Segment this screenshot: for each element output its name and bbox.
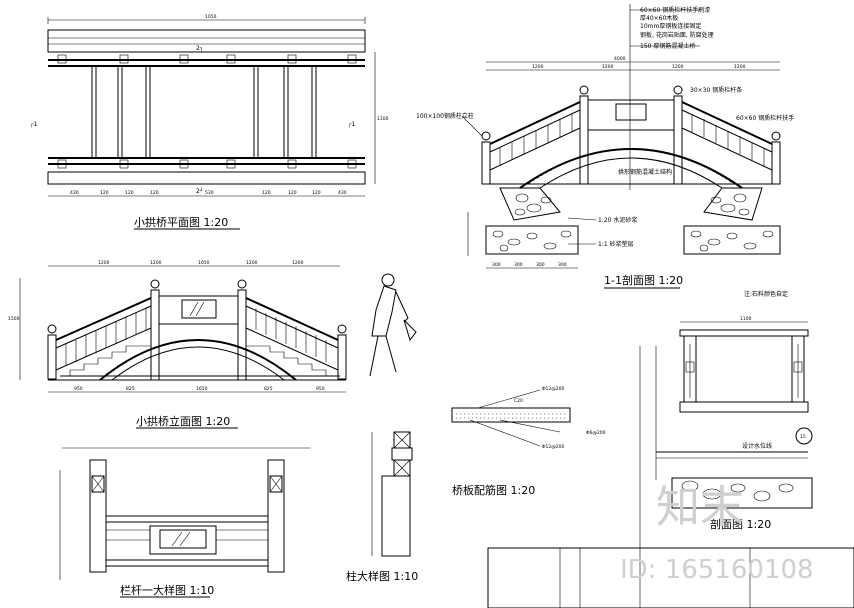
slab-rebar-top: Φ12@200 bbox=[542, 386, 564, 392]
human-figure bbox=[369, 273, 417, 377]
section-dim-t2: 1200 bbox=[672, 64, 684, 70]
watermark-logo: 知末 bbox=[656, 482, 744, 533]
elevation-title: 小拱桥立面图 1:20 bbox=[136, 414, 230, 428]
railing-title: 栏杆一大样图 1:10 bbox=[120, 583, 214, 597]
elevation-view: 1200 1200 1050 1200 1200 1500 bbox=[8, 260, 417, 429]
elev-dim-height: 1500 bbox=[8, 316, 20, 322]
elev-dim-b1: 825 bbox=[126, 386, 135, 392]
detail-title: 剖面图 1:20 bbox=[710, 517, 771, 531]
detail-water-level: 设计水位线 bbox=[742, 442, 772, 450]
plan-dim-b5: 120 bbox=[262, 190, 271, 196]
section-label-arch: 拱形钢筋混凝土结构 bbox=[618, 168, 672, 176]
section-note-2: 10mm厚钢板连接固定 bbox=[640, 22, 701, 30]
section-label-rail60: 60×60 钢质栏杆扶手 bbox=[736, 114, 794, 122]
detail-dim-top: 1100 bbox=[740, 316, 752, 322]
watermark: 知末 ID: 165160108 bbox=[620, 482, 814, 585]
plan-dim-b0: 430 bbox=[70, 190, 79, 196]
slab-reinforcement: Φ12@200 C20 Φ6@200 Φ12@200 桥板配筋图 1:20 bbox=[451, 386, 606, 497]
elev-dim-b2: 1650 bbox=[196, 386, 208, 392]
section-dim-t1: 1200 bbox=[602, 64, 614, 70]
plan-title: 小拱桥平面图 1:20 bbox=[134, 215, 228, 229]
section-dim-b3: 300 bbox=[558, 262, 567, 268]
elev-dim-t0: 1200 bbox=[98, 260, 110, 266]
section-label-footing: 1:1 砂浆垫层 bbox=[598, 240, 634, 248]
elev-dim-b4: 950 bbox=[316, 386, 325, 392]
elev-dim-t4: 1200 bbox=[292, 260, 304, 266]
elev-dim-b3: 825 bbox=[264, 386, 273, 392]
section-dim-b2: 300 bbox=[536, 262, 545, 268]
slab-title: 桥板配筋图 1:20 bbox=[452, 483, 535, 497]
elev-dim-b0: 950 bbox=[74, 386, 83, 392]
plan-dim-b1: 120 bbox=[100, 190, 109, 196]
section-note-3: 钢板, 花岗岩贴面, 防腐处理 bbox=[640, 31, 714, 39]
section-1-1: 60×60 钢质栏杆扶手刷漆 厚40×60木板 10mm厚钢板连接固定 钢板, … bbox=[416, 4, 794, 298]
section-dim-t3: 1200 bbox=[734, 64, 746, 70]
plan-dim-height: 1100 bbox=[377, 116, 389, 122]
post-title: 柱大样图 1:10 bbox=[346, 569, 418, 583]
svg-text:┌1: ┌1 bbox=[348, 121, 356, 128]
section-dim-b1: 300 bbox=[514, 262, 523, 268]
section-label-rail30: 30×30 钢质栏杆条 bbox=[690, 86, 742, 94]
elev-dim-t1: 1200 bbox=[150, 260, 162, 266]
detail-circle-num: 15 bbox=[800, 434, 806, 440]
plan-dim-b4: 530 bbox=[205, 190, 214, 196]
plan-dim-b7: 120 bbox=[312, 190, 321, 196]
plan-dim-top: 1050 bbox=[205, 14, 217, 20]
section-dim-b0: 300 bbox=[492, 262, 501, 268]
slab-rebar-mid: Φ6@200 bbox=[586, 430, 606, 436]
plan-dim-b8: 430 bbox=[338, 190, 347, 196]
slab-rebar-bot: Φ12@200 bbox=[542, 444, 564, 450]
svg-text:┌1: ┌1 bbox=[30, 121, 38, 128]
plan-dim-b2: 120 bbox=[125, 190, 134, 196]
section-note-1: 厚40×60木板 bbox=[640, 14, 678, 22]
svg-text:2┐: 2┐ bbox=[196, 45, 203, 52]
section-title: 1-1剖面图 1:20 bbox=[604, 273, 683, 287]
section-dim-total: 4000 bbox=[614, 56, 626, 62]
railing-detail: 栏杆一大样图 1:10 bbox=[59, 447, 310, 598]
watermark-id: ID: 165160108 bbox=[620, 555, 814, 585]
section-label-post: 100×100钢质柱立柱 bbox=[416, 112, 474, 120]
detail-section: 1100 设计水位线 15 剖面图 1:20 bbox=[639, 316, 813, 608]
section-label-water: 注:石料颜色自定 bbox=[744, 290, 788, 298]
section-label-mortar: 1:20 水泥砂浆 bbox=[598, 216, 637, 224]
section-dim-t0: 1200 bbox=[532, 64, 544, 70]
elev-dim-t2: 1050 bbox=[198, 260, 210, 266]
plan-dim-b6: 120 bbox=[288, 190, 297, 196]
plan-dim-b3: 120 bbox=[150, 190, 159, 196]
slab-cover: C20 bbox=[514, 398, 523, 404]
title-block bbox=[487, 547, 854, 608]
post-detail: 柱大样图 1:10 bbox=[346, 431, 418, 583]
svg-text:2┘: 2┘ bbox=[196, 187, 203, 195]
elev-dim-t3: 1200 bbox=[246, 260, 258, 266]
plan-view: 1050 2┐ 2┘ ┌1 ┌1 bbox=[30, 14, 389, 230]
